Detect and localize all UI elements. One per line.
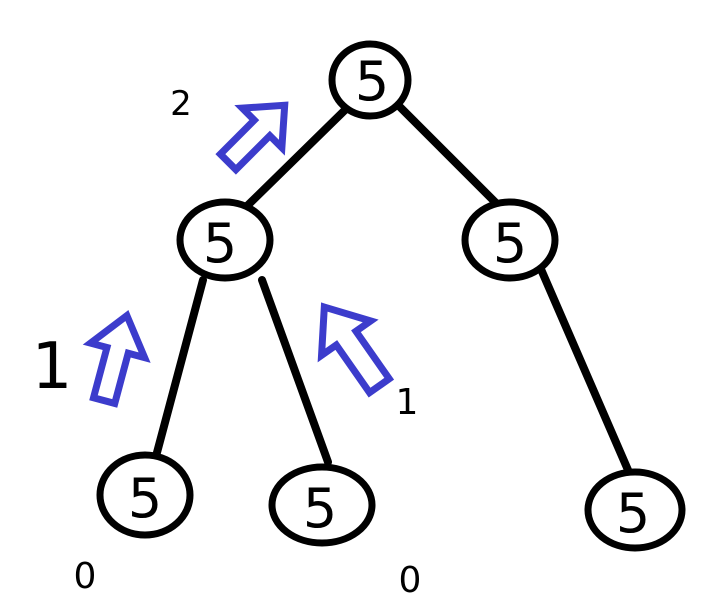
arrow-leftright-to-left bbox=[317, 302, 395, 398]
count-root: 2 bbox=[170, 84, 192, 124]
node-label: 5 bbox=[493, 212, 527, 275]
arrow-left-to-root bbox=[215, 101, 289, 175]
tree-node-left-left: 5 bbox=[96, 451, 194, 539]
count-left-right: 1 bbox=[396, 382, 419, 423]
edge-right-rightright bbox=[536, 263, 632, 474]
edges-group bbox=[151, 101, 632, 474]
edge-root-left bbox=[241, 106, 349, 212]
tree-node-left-right: 5 bbox=[268, 463, 376, 547]
edge-left-leftright bbox=[258, 276, 332, 466]
counts-group: 2 1 1 0 0 bbox=[32, 84, 422, 599]
node-label: 5 bbox=[203, 212, 237, 275]
node-label: 5 bbox=[616, 482, 650, 545]
tree-node-left: 5 bbox=[176, 198, 274, 282]
edge-left-leftleft bbox=[151, 276, 207, 464]
node-label: 5 bbox=[355, 50, 389, 113]
tree-node-right-right: 5 bbox=[584, 468, 686, 552]
count-left: 1 bbox=[32, 330, 73, 404]
nodes-group: 5 5 5 5 5 5 bbox=[96, 40, 686, 552]
node-label: 5 bbox=[303, 477, 337, 540]
arrow-leftleft-to-left bbox=[82, 310, 151, 408]
count-left-right-leaf: 0 bbox=[399, 560, 422, 599]
count-left-left-leaf: 0 bbox=[74, 556, 97, 597]
edge-root-right bbox=[394, 101, 502, 209]
node-label: 5 bbox=[128, 467, 162, 530]
tree-node-root: 5 bbox=[328, 40, 412, 120]
tree-node-right: 5 bbox=[461, 198, 559, 282]
arrows-group bbox=[82, 101, 395, 408]
